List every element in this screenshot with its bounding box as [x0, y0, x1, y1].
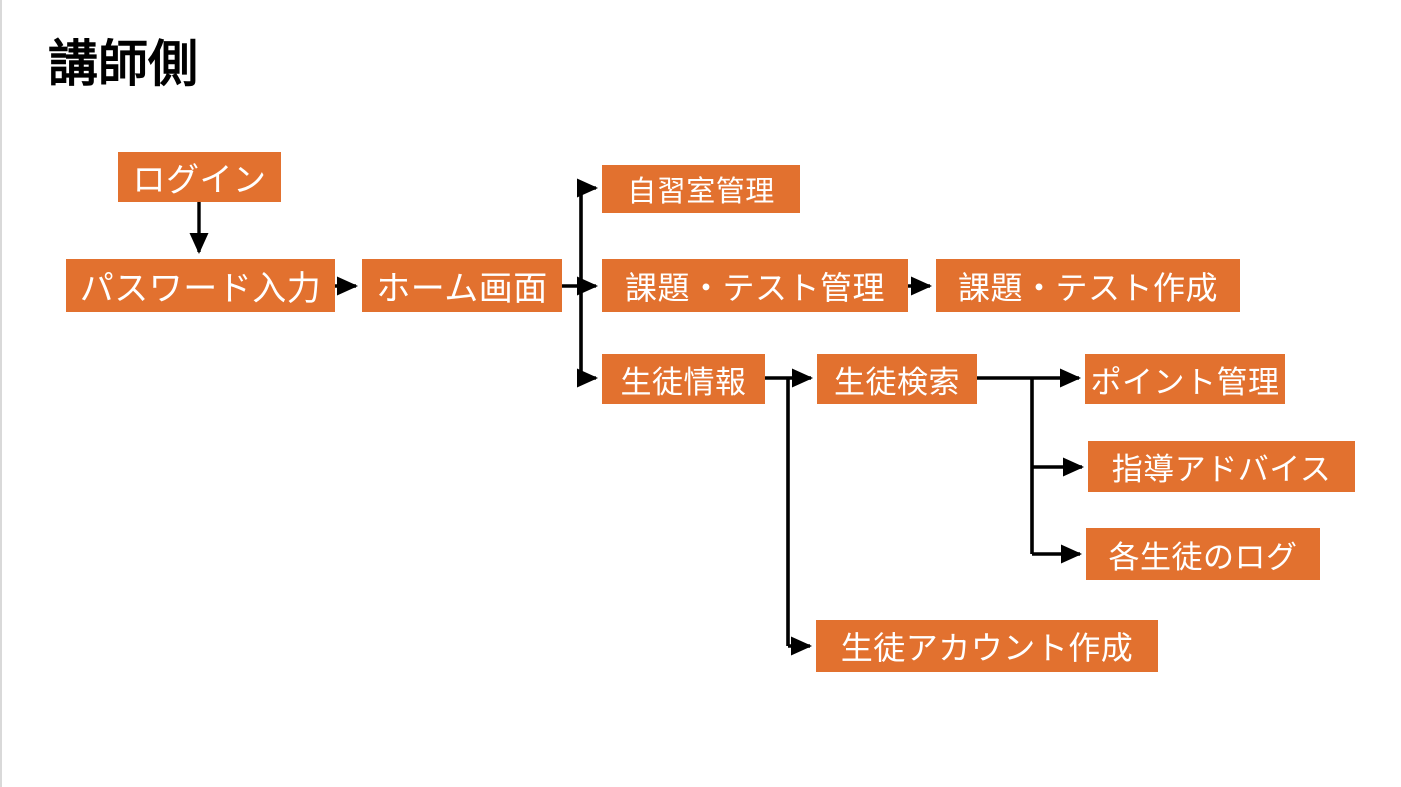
node-student-information[interactable]: 生徒情報: [602, 354, 765, 404]
edge-home-to-branch-trunk: [562, 188, 583, 378]
node-assignment-test-management[interactable]: 課題・テスト管理: [602, 259, 908, 312]
edge-student-search-to-branch3: [977, 376, 1034, 554]
node-login[interactable]: ログイン: [118, 152, 281, 202]
slide-left-border: [0, 0, 2, 787]
node-home-screen[interactable]: ホーム画面: [362, 259, 562, 312]
node-student-account-creation[interactable]: 生徒アカウント作成: [816, 620, 1158, 672]
node-study-room-management[interactable]: 自習室管理: [602, 165, 800, 213]
node-point-management[interactable]: ポイント管理: [1085, 354, 1285, 404]
page-title: 講師側: [48, 36, 198, 92]
node-each-student-log[interactable]: 各生徒のログ: [1086, 528, 1320, 580]
edge-student-info-to-branch2: [765, 376, 790, 646]
node-student-search[interactable]: 生徒検索: [817, 354, 977, 404]
node-teaching-advice[interactable]: 指導アドバイス: [1088, 441, 1355, 492]
node-password-input[interactable]: パスワード入力: [66, 259, 335, 312]
node-assignment-test-creation[interactable]: 課題・テスト作成: [936, 259, 1240, 312]
